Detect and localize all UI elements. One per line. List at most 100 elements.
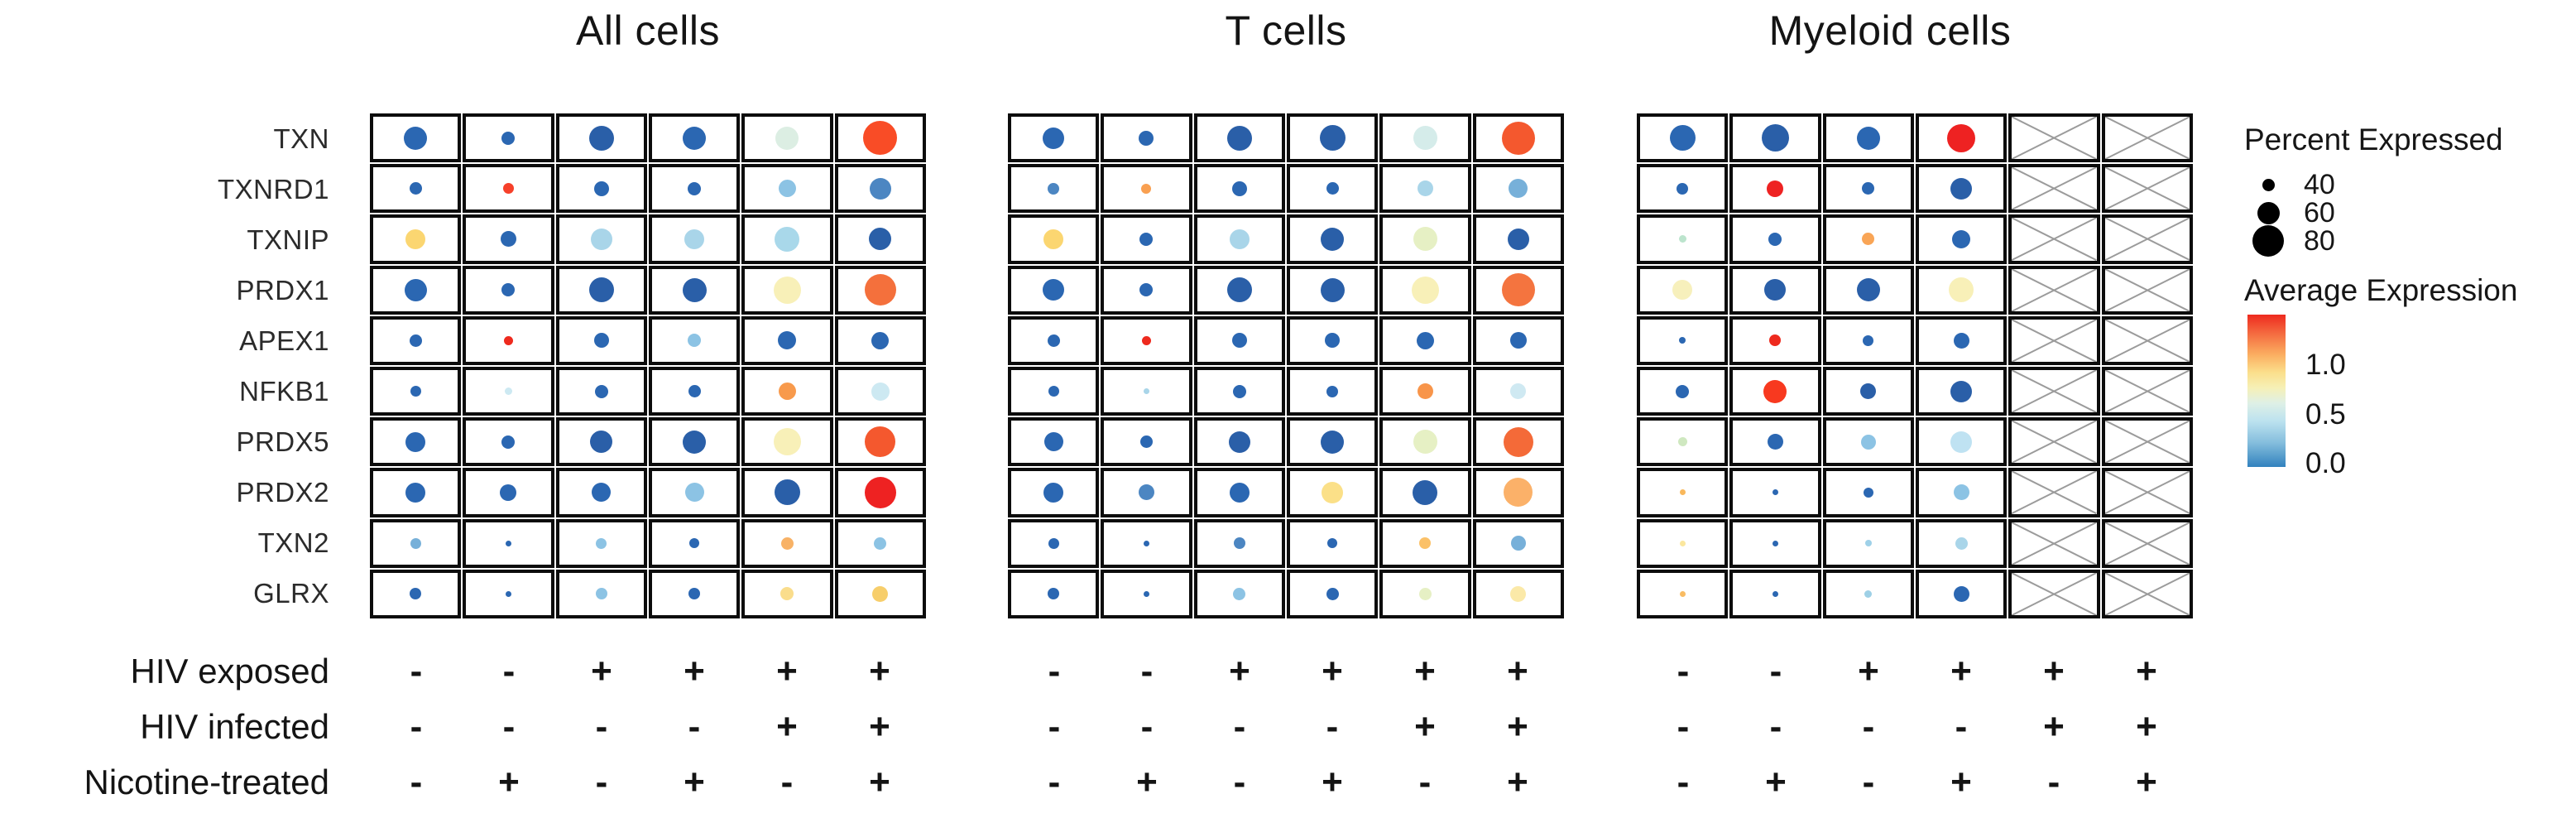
- grid-cell: [1101, 315, 1192, 365]
- gene-label-txnrd1: TXNRD1: [217, 173, 329, 204]
- grid-cell: [1729, 518, 1821, 568]
- expression-dot: [590, 431, 613, 454]
- condition-mark: -: [410, 762, 423, 802]
- grid-cell: [741, 367, 833, 416]
- condition-mark: -: [1769, 651, 1782, 691]
- grid-cell: [1008, 265, 1100, 315]
- expression-dot: [595, 588, 607, 600]
- grid-cell: [370, 518, 462, 568]
- grid-cell: [2101, 315, 2193, 365]
- expression-dot: [775, 126, 799, 150]
- panel-grid-all-cells: [370, 113, 926, 618]
- grid-cell: [649, 518, 741, 568]
- grid-cell: [1729, 417, 1821, 467]
- expression-dot: [1411, 276, 1439, 304]
- expression-dot: [1763, 379, 1787, 403]
- size-legend-title: Percent Expressed: [2244, 123, 2503, 156]
- expression-dot: [872, 585, 889, 602]
- condition-mark: -: [1862, 706, 1875, 747]
- grid-cell: [1287, 265, 1379, 315]
- grid-cell: [1916, 569, 2008, 618]
- grid-cell: [370, 214, 462, 264]
- expression-dot: [1232, 384, 1246, 398]
- condition-mark: -: [2047, 762, 2060, 802]
- expression-dot: [1509, 179, 1528, 199]
- expression-dot: [1326, 385, 1339, 397]
- no-data-cross-icon: [2105, 117, 2190, 159]
- condition-mark: +: [2043, 706, 2065, 747]
- expression-dot: [780, 537, 794, 550]
- expression-dot: [778, 331, 797, 350]
- grid-cell: [463, 468, 554, 517]
- expression-dot: [1669, 125, 1696, 152]
- grid-cell: [1287, 417, 1379, 467]
- grid-cell: [555, 164, 647, 214]
- expression-dot: [1864, 589, 1873, 598]
- expression-dot: [501, 283, 516, 297]
- expression-dot: [1226, 277, 1252, 303]
- grid-cell: [1637, 164, 1729, 214]
- grid-cell: [463, 214, 554, 264]
- grid-cell: [1287, 569, 1379, 618]
- expression-dot: [594, 384, 608, 398]
- grid-cell: [370, 367, 462, 416]
- expression-dot: [1048, 537, 1059, 549]
- condition-label-hiv-exposed: HIV exposed: [130, 652, 329, 690]
- expression-dot: [1953, 484, 1969, 501]
- gene-label-prdx2: PRDX2: [236, 476, 329, 508]
- expression-dot: [1413, 430, 1437, 455]
- condition-mark: -: [1140, 651, 1154, 691]
- expression-dot: [409, 334, 422, 347]
- grid-cell: [1287, 113, 1379, 163]
- condition-mark: -: [502, 706, 516, 747]
- gene-label-apex1: APEX1: [239, 325, 329, 356]
- expression-dot: [592, 483, 612, 503]
- grid-cell: [2101, 214, 2193, 264]
- condition-mark: -: [688, 706, 701, 747]
- gene-label-txn2: TXN2: [257, 527, 329, 558]
- expression-dot: [864, 476, 896, 508]
- expression-dot: [1413, 126, 1437, 151]
- expression-dot: [1139, 130, 1154, 146]
- grid-cell: [2101, 468, 2193, 517]
- panel-grid-t-cells: [1008, 113, 1564, 618]
- color-legend-tick-0.0: 0.0: [2305, 447, 2346, 479]
- grid-cell: [1729, 113, 1821, 163]
- grid-cell: [463, 569, 554, 618]
- gene-label-txn: TXN: [273, 123, 329, 154]
- size-legend-dot-box: [2249, 201, 2287, 224]
- grid-cell: [1193, 468, 1285, 517]
- grid-cell: [1472, 113, 1564, 163]
- grid-cell: [1008, 468, 1100, 517]
- grid-cell: [555, 367, 647, 416]
- expression-dot: [689, 538, 700, 549]
- grid-cell: [1101, 468, 1192, 517]
- condition-mark: -: [1048, 706, 1061, 747]
- condition-mark: -: [1326, 706, 1339, 747]
- grid-cell: [1637, 315, 1729, 365]
- no-data-cross-icon: [2012, 218, 2096, 260]
- gene-label-prdx5: PRDX5: [236, 426, 329, 457]
- size-legend-row: 40: [2249, 169, 2335, 200]
- expression-dot: [1863, 334, 1874, 346]
- expression-dot: [1143, 590, 1149, 597]
- condition-mark: +: [684, 651, 705, 691]
- grid-cell: [834, 417, 926, 467]
- expression-dot: [1043, 229, 1064, 249]
- no-data-cross-icon: [2012, 269, 2096, 311]
- no-data-cross-icon: [2012, 167, 2096, 209]
- grid-cell: [1472, 315, 1564, 365]
- grid-cell: [1729, 367, 1821, 416]
- expression-dot: [1043, 482, 1064, 503]
- size-legend-dot: [2257, 201, 2280, 224]
- grid-cell: [1379, 569, 1471, 618]
- grid-cell: [1916, 468, 2008, 517]
- grid-cell: [1472, 569, 1564, 618]
- expression-dot: [865, 426, 896, 458]
- expression-dot: [1504, 478, 1533, 508]
- expression-dot: [1863, 487, 1873, 498]
- expression-dot: [410, 537, 421, 549]
- grid-cell: [2008, 518, 2100, 568]
- condition-mark: -: [410, 706, 423, 747]
